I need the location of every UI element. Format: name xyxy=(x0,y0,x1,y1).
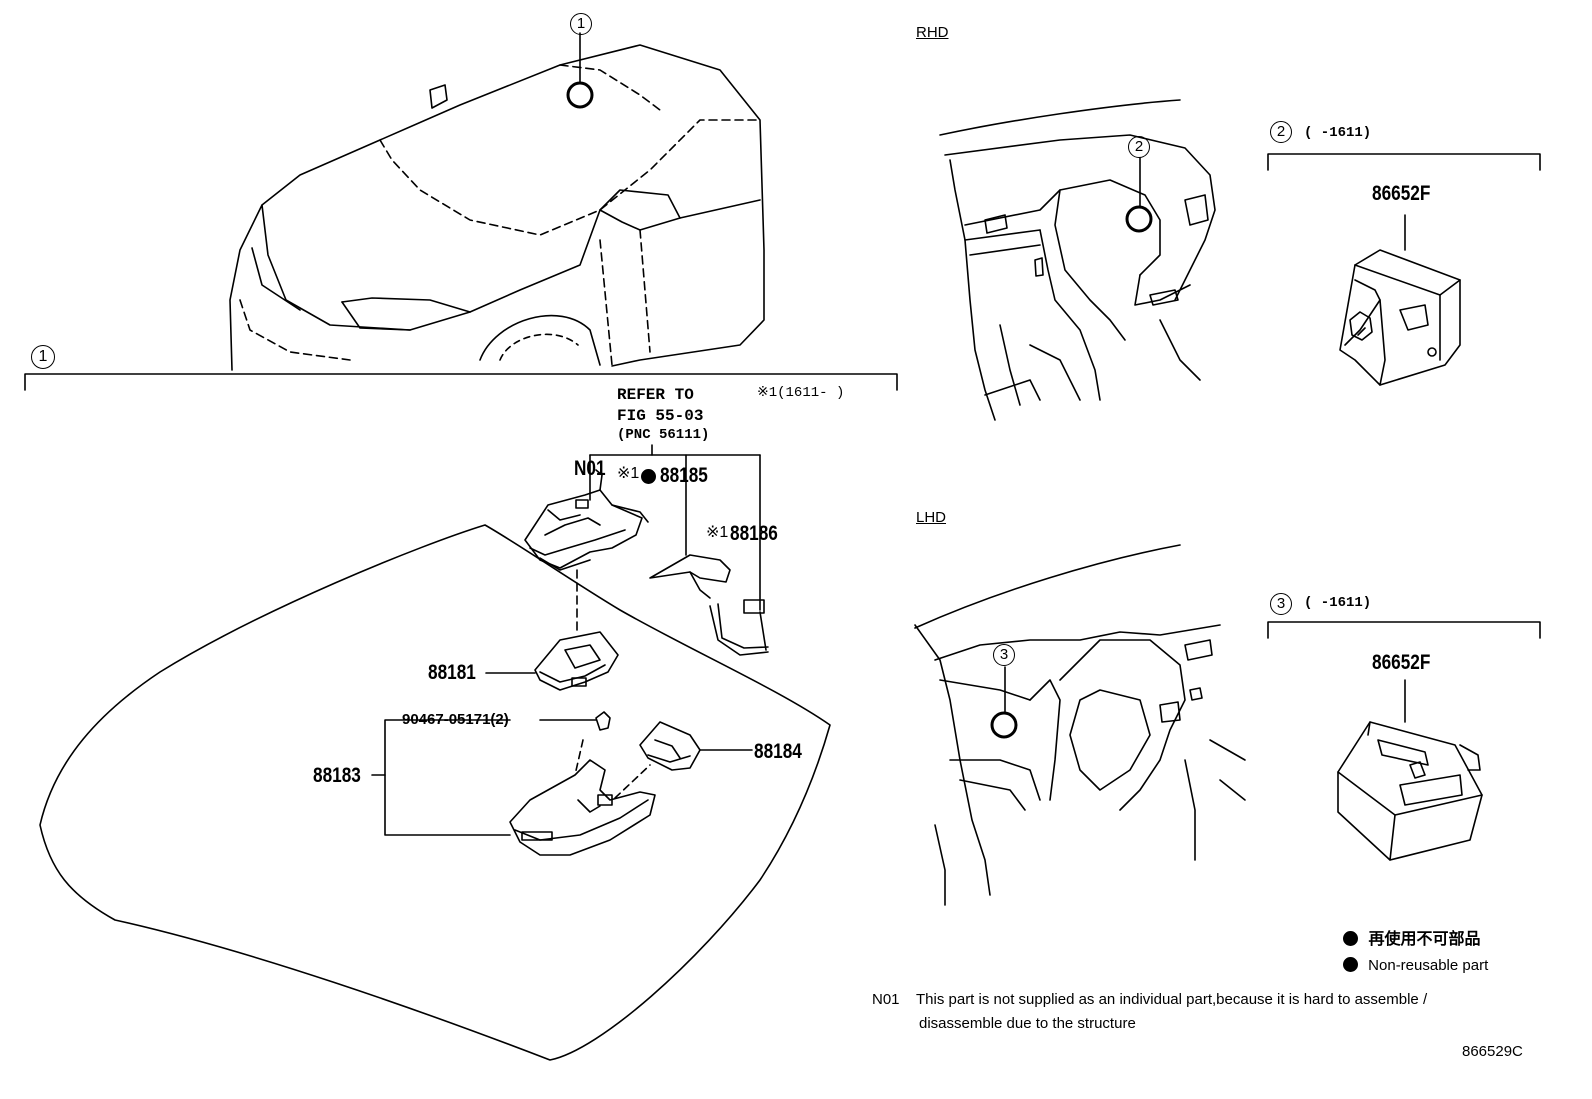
figure-id: 866529C xyxy=(1462,1043,1523,1060)
lhd-sensor-marker xyxy=(990,666,1018,739)
dash-88183-screw xyxy=(574,739,584,776)
callout-3-lhd[interactable]: 3 xyxy=(993,644,1015,666)
part-88185-label[interactable]: 88185 xyxy=(660,464,708,487)
part-90467-label[interactable]: 90467-05171(2) xyxy=(402,711,509,728)
part-88186-label[interactable]: 88186 xyxy=(730,522,778,545)
lhd-dashboard-drawing xyxy=(914,544,1246,906)
rhd-sensor-marker xyxy=(1125,157,1153,233)
range-note-3: ( -1611) xyxy=(1304,595,1372,611)
part-88185-drawing xyxy=(524,469,649,571)
part-88186-drawing xyxy=(649,554,769,656)
callout-3-lhd-label: 3 xyxy=(993,644,1015,666)
dash-88183-88184 xyxy=(614,764,651,799)
non-reusable-dot-legend-jp xyxy=(1343,931,1358,946)
callout-1-top[interactable]: 1 xyxy=(570,13,592,35)
part-86652f-drawing-a xyxy=(1339,214,1461,386)
legend-en: Non-reusable part xyxy=(1343,957,1488,973)
sensor-location-marker-top xyxy=(566,32,594,109)
non-reusable-dot-88185 xyxy=(641,469,656,484)
group-bracket-2 xyxy=(1267,153,1541,171)
legend-jp: 再使用不可部品 xyxy=(1343,931,1480,948)
lhd-view-label: LHD xyxy=(916,509,947,526)
footnote-line2: disassemble due to the structure xyxy=(919,1015,1136,1032)
footnote-line1: This part is not supplied as an individu… xyxy=(916,991,1428,1008)
car-exterior-drawing xyxy=(229,44,765,371)
group-bracket-1 xyxy=(24,373,898,391)
refer-to-line3[interactable]: (PNC 56111) xyxy=(617,427,710,443)
callout-1-bracket-label: 1 xyxy=(31,345,55,369)
part-86652f-label-a[interactable]: 86652F xyxy=(1372,182,1431,205)
callout-2-rhd-label: 2 xyxy=(1128,136,1150,158)
part-88181-drawing xyxy=(534,631,619,691)
callout-1-top-label: 1 xyxy=(570,13,592,35)
range-note-1: ※1(1611- ) xyxy=(757,385,845,401)
part-86652f-label-b[interactable]: 86652F xyxy=(1372,651,1431,674)
part-86652f-drawing-b xyxy=(1337,679,1483,861)
callout-2-group-label: 2 xyxy=(1270,121,1292,143)
callout-2-group[interactable]: 2 xyxy=(1270,121,1292,143)
part-88183-drawing xyxy=(509,759,656,856)
range-note-2: ( -1611) xyxy=(1304,125,1372,141)
windshield-outline xyxy=(39,524,831,1061)
refer-to-line1[interactable]: REFER TO xyxy=(617,386,694,404)
footnote-code: N01 xyxy=(872,991,900,1008)
part-88183-label[interactable]: 88183 xyxy=(313,764,361,787)
screw-90467-drawing xyxy=(595,711,611,731)
legend-jp-text: 再使用不可部品 xyxy=(1368,931,1481,948)
part-88185-mark: ※1 xyxy=(617,465,640,482)
rhd-dashboard-drawing xyxy=(939,99,1216,421)
legend-en-text: Non-reusable part xyxy=(1368,957,1489,974)
group-bracket-3 xyxy=(1267,621,1541,639)
part-88184-label[interactable]: 88184 xyxy=(754,740,802,763)
refer-to-line2[interactable]: FIG 55-03 xyxy=(617,407,704,425)
part-88181-label[interactable]: 88181 xyxy=(428,661,476,684)
non-reusable-dot-legend-en xyxy=(1343,957,1358,972)
refer-bracket xyxy=(589,444,761,611)
callout-3-group-label: 3 xyxy=(1270,593,1292,615)
rhd-view-label: RHD xyxy=(916,24,949,41)
leader-88183-bracket xyxy=(384,719,511,836)
part-88184-drawing xyxy=(639,721,701,771)
part-n01-label[interactable]: N01 xyxy=(574,457,606,480)
callout-1-bracket[interactable]: 1 xyxy=(31,345,55,369)
callout-2-rhd[interactable]: 2 xyxy=(1128,136,1150,158)
callout-3-group[interactable]: 3 xyxy=(1270,593,1292,615)
part-88186-mark: ※1 xyxy=(706,524,729,541)
